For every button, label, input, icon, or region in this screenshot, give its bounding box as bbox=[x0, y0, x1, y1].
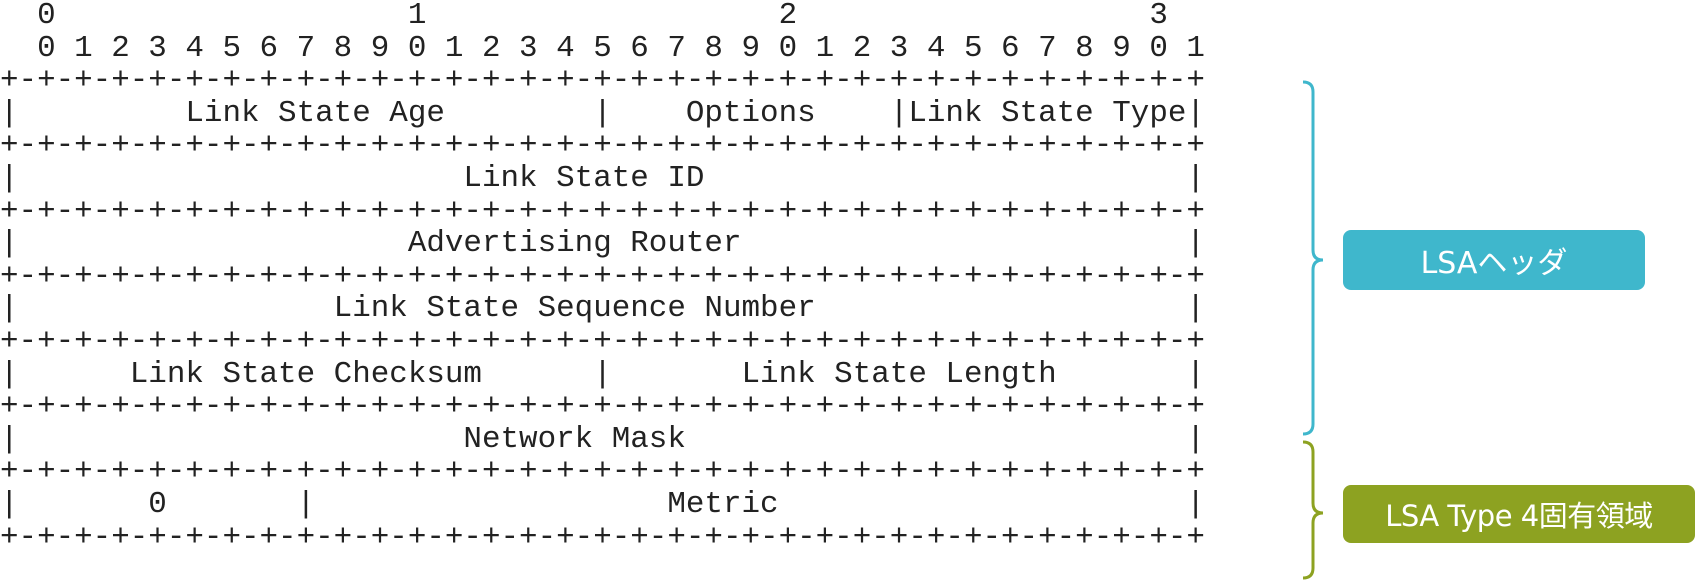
bit-ruler-ones: 0 1 2 3 4 5 6 7 8 9 0 1 2 3 4 5 6 7 8 9 … bbox=[0, 30, 1205, 66]
row-separator: +-+-+-+-+-+-+-+-+-+-+-+-+-+-+-+-+-+-+-+-… bbox=[0, 454, 1205, 490]
packet-format-diagram: 0 1 2 3 0 1 2 3 4 5 6 7 8 9 0 1 2 3 4 5 … bbox=[0, 0, 1205, 555]
row-link-state-id: | Link State ID | bbox=[0, 160, 1205, 196]
row-checksum-length: | Link State Checksum | Link State Lengt… bbox=[0, 356, 1205, 392]
lsa-header-label-text: LSAヘッダ bbox=[1420, 246, 1568, 281]
row-separator: +-+-+-+-+-+-+-+-+-+-+-+-+-+-+-+-+-+-+-+-… bbox=[0, 519, 1205, 555]
row-advertising-router: | Advertising Router | bbox=[0, 226, 1205, 262]
lsa-type4-bracket bbox=[1302, 440, 1324, 580]
row-separator: +-+-+-+-+-+-+-+-+-+-+-+-+-+-+-+-+-+-+-+-… bbox=[0, 389, 1205, 425]
lsa-header-bracket bbox=[1302, 80, 1324, 436]
row-separator: +-+-+-+-+-+-+-+-+-+-+-+-+-+-+-+-+-+-+-+-… bbox=[0, 63, 1205, 99]
row-age-options-type: | Link State Age | Options |Link State T… bbox=[0, 95, 1205, 131]
row-separator: +-+-+-+-+-+-+-+-+-+-+-+-+-+-+-+-+-+-+-+-… bbox=[0, 128, 1205, 164]
row-zero-metric: | 0 | Metric | bbox=[0, 486, 1205, 522]
row-separator: +-+-+-+-+-+-+-+-+-+-+-+-+-+-+-+-+-+-+-+-… bbox=[0, 193, 1205, 229]
lsa-header-label: LSAヘッダ bbox=[1343, 230, 1645, 290]
bit-ruler-tens: 0 1 2 3 bbox=[0, 0, 1168, 33]
row-separator: +-+-+-+-+-+-+-+-+-+-+-+-+-+-+-+-+-+-+-+-… bbox=[0, 258, 1205, 294]
row-network-mask: | Network Mask | bbox=[0, 421, 1205, 457]
lsa-type4-specific-label: LSA Type 4固有領域 bbox=[1343, 485, 1695, 543]
lsa-type4-label-text: LSA Type 4固有領域 bbox=[1385, 499, 1653, 533]
row-separator: +-+-+-+-+-+-+-+-+-+-+-+-+-+-+-+-+-+-+-+-… bbox=[0, 323, 1205, 359]
row-sequence-number: | Link State Sequence Number | bbox=[0, 291, 1205, 327]
